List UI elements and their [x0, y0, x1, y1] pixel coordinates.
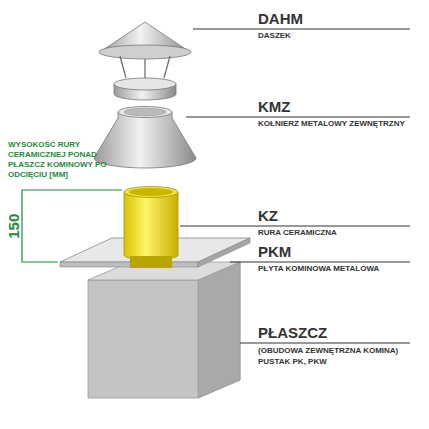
part-name: DASZEK [258, 32, 291, 41]
part-code: KZ [258, 208, 278, 225]
part-name: RURA CERAMICZNA [258, 229, 337, 238]
dimension-note: WYSOKOŚĆ RURY CERAMICZNEJ PONAD PŁASZCZ … [8, 140, 120, 180]
part-name: PŁYTA KOMINOWA METALOWA [258, 265, 379, 274]
part-name: PUSTAK PK, PKW [258, 358, 327, 367]
part-code: KMZ [258, 99, 291, 116]
dimension-value: 150 [6, 214, 23, 239]
part-code: PŁASZCZ [258, 325, 327, 342]
part-code: DAHM [258, 11, 303, 28]
part-name: KOŁNIERZ METALOWY ZEWNĘTRZNY [258, 120, 405, 129]
part-code: PKM [258, 244, 291, 261]
part-name: (OBUDOWA ZEWNĘTRZNA KOMINA) [258, 347, 398, 356]
